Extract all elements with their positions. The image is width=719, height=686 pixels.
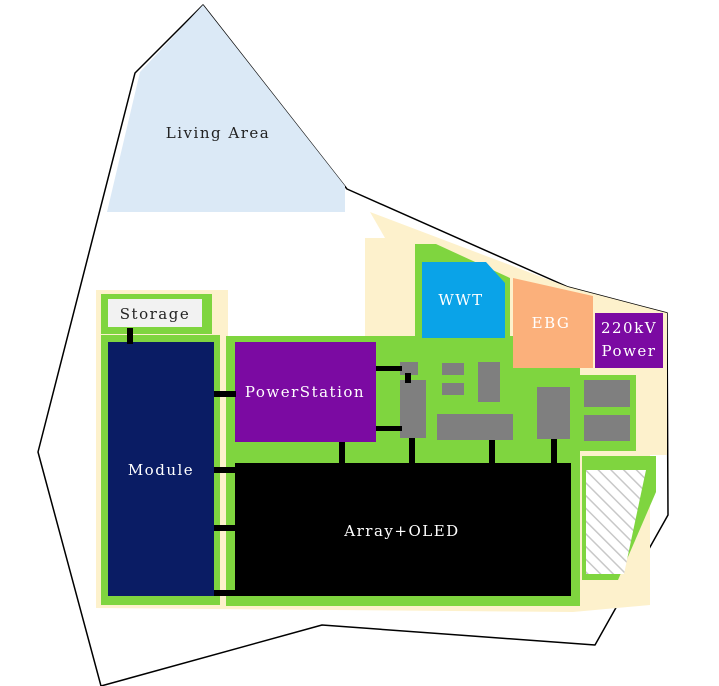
living-area-zone [107, 5, 345, 212]
utility-block [584, 415, 630, 441]
utility-block [584, 380, 630, 407]
ebg-label: EBG [532, 314, 571, 332]
storage-building [108, 299, 202, 327]
wwt-building [422, 262, 505, 338]
utility-block [478, 362, 500, 402]
power-station-building [235, 342, 376, 442]
connectors [127, 328, 557, 596]
hatched-future-area [586, 470, 646, 574]
living-area-label: Living Area [166, 124, 270, 142]
array-oled-building [235, 463, 571, 596]
utility-block [442, 383, 464, 395]
power-220kv-label-line1: 220kV [601, 319, 657, 337]
utility-block [537, 387, 570, 439]
utility-block [442, 363, 464, 375]
module-label: Module [128, 461, 194, 479]
power-220kv-building [595, 313, 663, 368]
utility-block [437, 414, 513, 440]
utility-block [400, 362, 418, 375]
module-building [108, 342, 214, 596]
ebg-building [513, 278, 593, 368]
power-220kv-label-line2: Power [602, 342, 657, 360]
storage-label: Storage [120, 305, 190, 323]
wwt-label: WWT [438, 291, 483, 309]
array-oled-label: Array+OLED [343, 522, 459, 540]
utility-block [400, 380, 426, 438]
power-station-label: PowerStation [245, 383, 365, 401]
